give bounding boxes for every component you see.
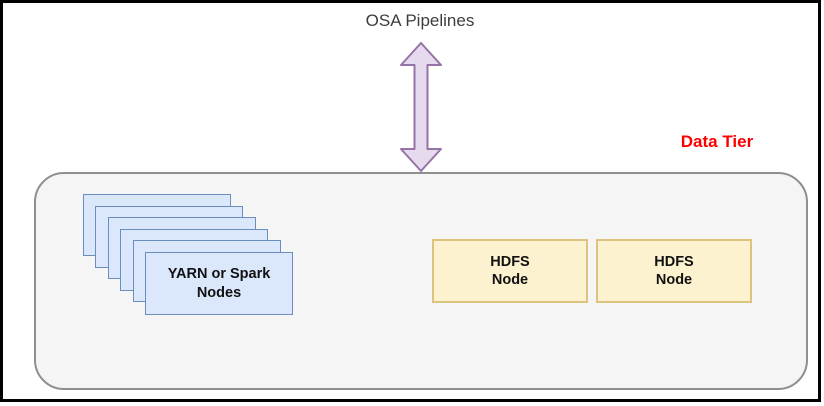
hdfs-node-box-1: HDFS Node xyxy=(432,239,588,303)
data-tier-label: Data Tier xyxy=(680,132,754,151)
yarn-spark-nodes-card: YARN or Spark Nodes xyxy=(145,252,293,315)
osa-pipelines-label: OSA Pipelines xyxy=(365,11,475,30)
bidirectional-arrow-icon xyxy=(399,42,443,172)
hdfs-node-box-2: HDFS Node xyxy=(596,239,752,303)
